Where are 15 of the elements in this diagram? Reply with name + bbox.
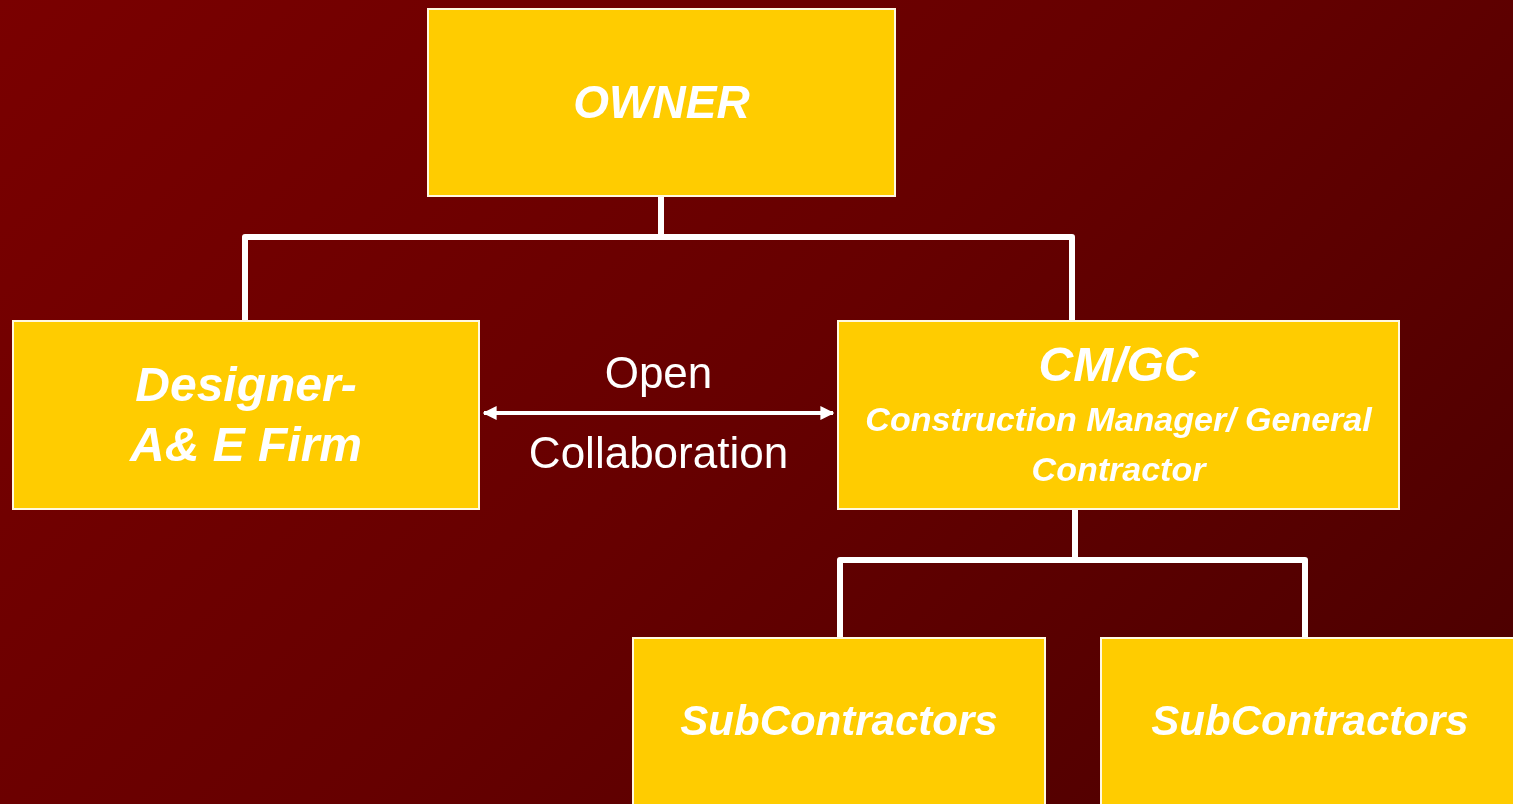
org-box	[1100, 637, 1513, 804]
double-arrow	[482, 406, 835, 420]
box-title: OWNER	[573, 74, 750, 130]
org-box	[837, 320, 1400, 510]
box-title: CM/GC	[1038, 337, 1199, 393]
connector-line	[1072, 510, 1308, 637]
edge-label: Open Collaboration	[527, 347, 790, 479]
org-box	[12, 320, 480, 510]
connector-line	[658, 197, 1075, 320]
org-box	[632, 637, 1046, 804]
box-title: Designer- A& E Firm	[128, 357, 363, 473]
box-title: SubContractors	[1151, 695, 1469, 746]
org-box	[427, 8, 896, 197]
box-title: SubContractors	[680, 695, 998, 746]
box-subtitle: Construction Manager/ General Contractor	[864, 399, 1374, 490]
